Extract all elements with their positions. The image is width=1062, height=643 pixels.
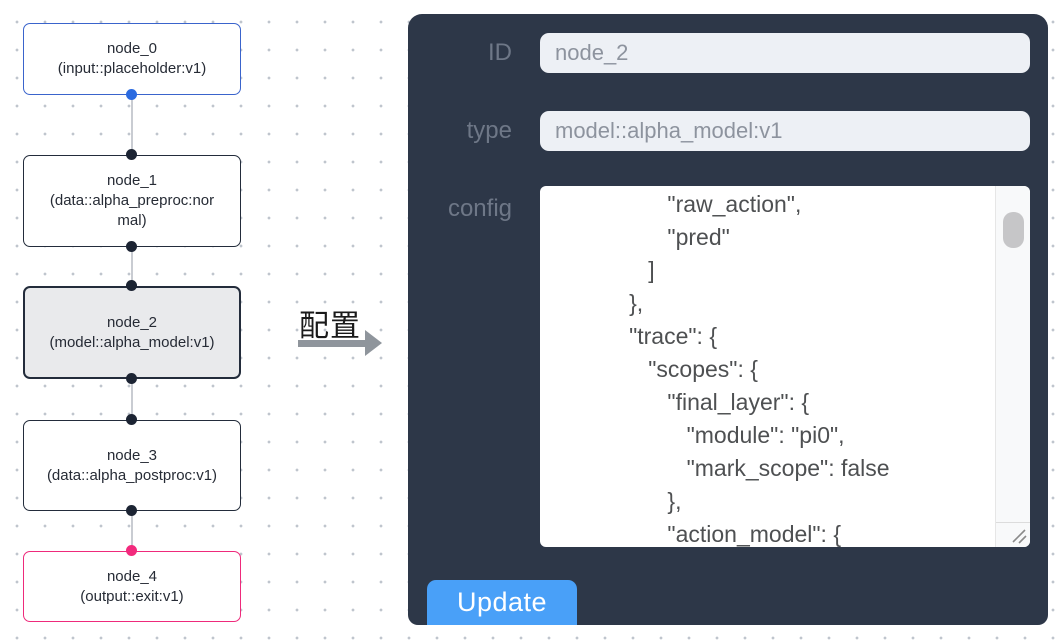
arrow-right-icon	[365, 330, 382, 356]
arrow-shaft	[298, 340, 366, 347]
type-field-label: type	[466, 117, 512, 144]
port-node2-output[interactable]	[126, 373, 137, 384]
node-type-label: (output::exit:v1)	[80, 587, 184, 605]
config-textarea[interactable]: "raw_action", "pred" ] }, "trace": { "sc…	[540, 186, 1030, 547]
node-config-panel: ID type config "raw_action", "pred" ] },…	[408, 14, 1048, 625]
update-button[interactable]: Update	[427, 580, 577, 625]
config-json-text[interactable]: "raw_action", "pred" ] }, "trace": { "sc…	[629, 191, 890, 547]
node-type-label: (data::alpha_preproc:normal)	[49, 192, 215, 229]
edge-node3-node4	[131, 511, 133, 551]
port-node1-output[interactable]	[126, 241, 137, 252]
port-node3-output[interactable]	[126, 505, 137, 516]
type-input[interactable]	[540, 111, 1030, 151]
config-scrollbar-thumb[interactable]	[1003, 212, 1024, 248]
config-field-label: config	[447, 195, 512, 222]
port-node3-input[interactable]	[126, 414, 137, 425]
node-type-label: (input::placeholder:v1)	[57, 60, 207, 77]
node-name: node_1	[106, 172, 158, 189]
graph-node-node_0[interactable]: node_0 (input::placeholder:v1)	[23, 23, 241, 95]
resize-grip-icon[interactable]	[1005, 526, 1027, 544]
edge-node0-node1	[131, 95, 133, 155]
port-node4-input[interactable]	[126, 545, 137, 556]
node-name: node_4	[106, 567, 158, 585]
port-node1-input[interactable]	[126, 149, 137, 160]
node-name: node_2	[106, 313, 158, 331]
port-node2-input[interactable]	[126, 280, 137, 291]
graph-node-node_3[interactable]: node_3 (data::alpha_postproc:v1)	[23, 420, 241, 511]
edge-node1-node2	[131, 247, 133, 286]
graph-node-node_1[interactable]: node_1 (data::alpha_preproc:normal)	[23, 155, 241, 247]
node-name: node_3	[106, 446, 158, 464]
configure-annotation-label: 配置	[299, 310, 361, 343]
scrollbar-corner	[996, 522, 1030, 547]
node-type-label: (data::alpha_postproc:v1)	[46, 466, 218, 484]
graph-node-node_2-selected[interactable]: node_2 (model::alpha_model:v1)	[23, 286, 241, 379]
id-field-label: ID	[488, 39, 512, 66]
config-scrollbar-track[interactable]	[995, 186, 1030, 547]
id-input[interactable]	[540, 33, 1030, 73]
edge-node2-node3	[131, 379, 133, 420]
node-name: node_0	[106, 40, 158, 57]
node-type-label: (model::alpha_model:v1)	[49, 333, 215, 351]
graph-node-node_4[interactable]: node_4 (output::exit:v1)	[23, 551, 241, 622]
port-node0-output[interactable]	[126, 89, 137, 100]
